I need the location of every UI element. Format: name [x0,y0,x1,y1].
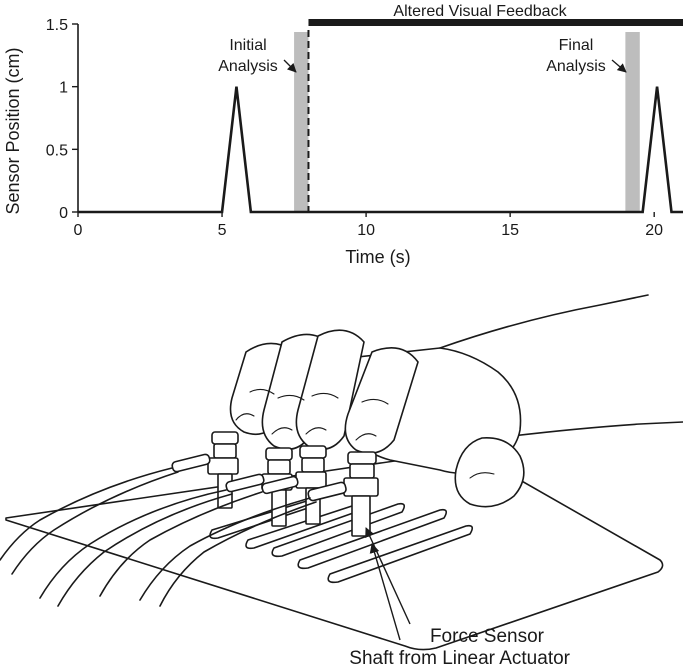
analysis-shading-layer [294,32,640,212]
tick-labels: 0 0.5 1 1.5 0 5 10 15 20 [46,17,663,239]
slot-3 [271,502,406,558]
y-tick-label: 1 [59,80,68,97]
x-axis-title: Time (s) [345,247,410,267]
hand-on-actuator-illustration: Force Sensor Shaft from Linear Actuator [0,294,683,668]
nail-middle [305,427,327,435]
shaft-label: Shaft from Linear Actuator [349,648,570,668]
x-tick-label: 20 [645,222,663,239]
crease-4 [361,398,389,405]
shaft-arrow [369,543,401,641]
final-analysis-label-line2: Analysis [546,58,606,75]
crease-2 [277,394,305,401]
thumb [454,437,525,508]
force-sensor-4 [343,451,379,537]
position-chart: 0 0.5 1 1.5 0 5 10 15 20 Time (s) Sensor Positio… [3,3,683,267]
initial-analysis-arrow [283,59,297,73]
initial-analysis-label-line1: Initial [229,37,266,54]
sensor-cables [0,467,317,607]
forearm-top-edge [439,294,649,349]
y-tick-label: 1.5 [46,17,68,34]
crease-3 [311,392,339,399]
nail-little [235,413,255,421]
y-tick-label: 0.5 [46,142,68,159]
altered-feedback-bar [308,19,683,26]
slot-5 [327,524,474,584]
y-tick-label: 0 [59,205,68,222]
cable-connectors [171,453,347,502]
thumb-nail [469,472,495,479]
slot-4 [297,508,448,570]
series-layer [78,86,683,214]
analysis-window-2 [625,32,640,212]
x-tick-label: 10 [357,222,375,239]
forearm-bottom-edge [511,421,683,437]
final-analysis-label-line1: Final [559,37,594,54]
feedback-label: Altered Visual Feedback [393,3,567,20]
x-tick-label: 0 [74,222,83,239]
force-sensor-label: Force Sensor [430,626,545,647]
initial-analysis-label-line2: Analysis [218,58,278,75]
y-axis-title: Sensor Position (cm) [3,47,23,214]
force-sensor-3 [295,445,327,525]
crease-1 [249,388,275,395]
axes [72,19,683,217]
final-analysis-arrow [611,59,627,73]
nail-index [355,433,377,441]
x-tick-label: 5 [218,222,227,239]
sensor-position-line [78,86,683,214]
x-tick-label: 15 [501,222,519,239]
analysis-window-1 [294,32,309,212]
nail-ring [271,427,293,435]
